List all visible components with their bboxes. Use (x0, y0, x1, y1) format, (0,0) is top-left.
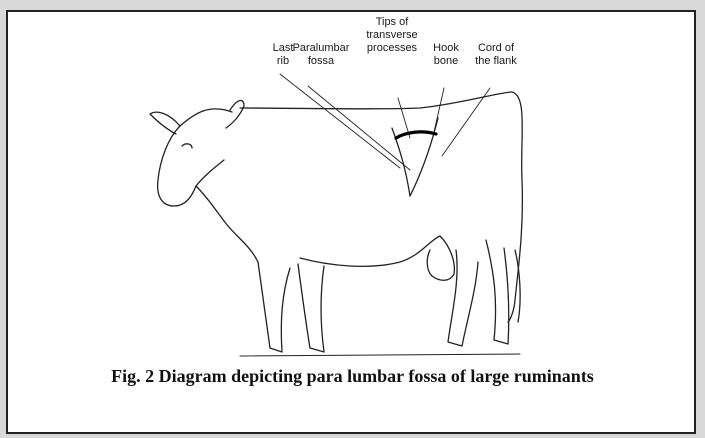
label-paralumbar-fossa: Paralumbar fossa (286, 42, 356, 68)
label-hook-bone: Hook bone (426, 42, 466, 68)
label-tips-transverse-processes: Tips of transverse processes (360, 16, 424, 55)
figure-caption: Fig. 2 Diagram depicting para lumbar fos… (0, 366, 705, 387)
label-cord-of-flank: Cord of the flank (466, 42, 526, 68)
